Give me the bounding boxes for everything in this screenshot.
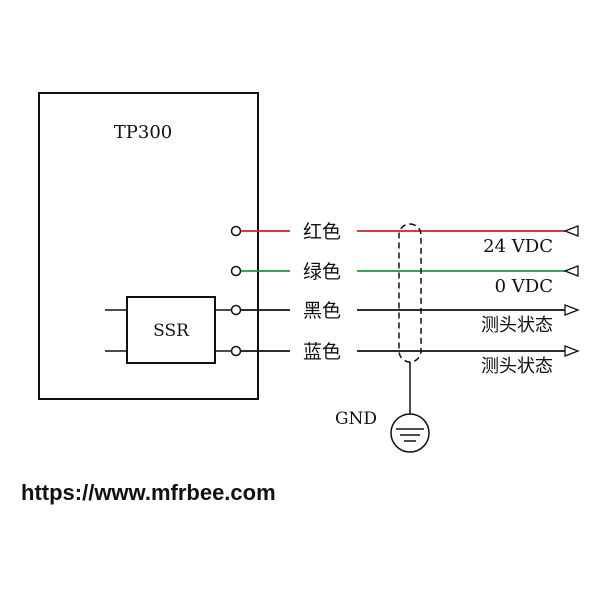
- tp300-enclosure: [38, 92, 259, 400]
- ground-label: GND: [335, 409, 377, 429]
- green-wire-label: 绿色: [303, 261, 341, 283]
- cable-shield: [398, 223, 422, 363]
- ssr-block: [126, 296, 216, 364]
- black-terminal: [230, 304, 242, 316]
- black-wire-label: 黑色: [303, 300, 341, 322]
- device-name: TP300: [114, 122, 172, 143]
- red-signal-label: 24 VDC: [483, 236, 553, 257]
- blue-terminal: [230, 345, 242, 357]
- website-url: https://www.mfrbee.com: [21, 480, 276, 505]
- blue-signal-label: 测头状态: [481, 356, 553, 377]
- black-wire-arrow: [564, 304, 580, 316]
- green-terminal: [230, 265, 242, 277]
- red-wire-arrow: [563, 225, 579, 237]
- blue-wire-label: 蓝色: [303, 341, 341, 363]
- ground-symbol: [390, 413, 430, 453]
- black-signal-label: 测头状态: [481, 315, 553, 336]
- green-wire-arrow: [563, 265, 579, 277]
- green-signal-label: 0 VDC: [495, 276, 553, 297]
- ssr-label: SSR: [153, 321, 190, 341]
- red-wire-label: 红色: [303, 221, 341, 243]
- red-terminal: [230, 225, 242, 237]
- blue-wire-arrow: [564, 345, 580, 357]
